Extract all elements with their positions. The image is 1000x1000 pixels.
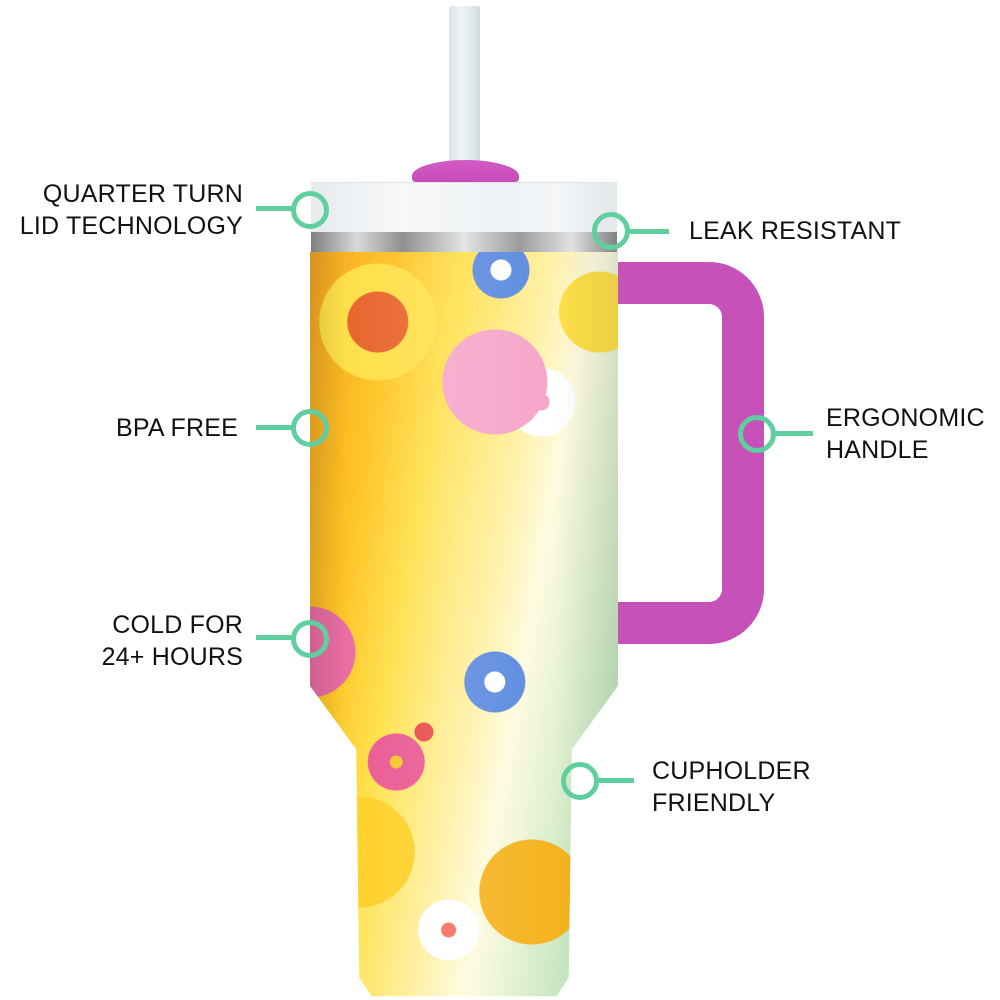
callout-line-lid [256,206,296,211]
callout-label-cupholder-friendly: CUPHOLDER FRIENDLY [652,757,811,817]
callout-line-cupholder [598,778,634,783]
tumbler-body-smiley-pattern [310,252,618,997]
tumbler-handle [616,262,764,644]
callout-line-bpa [256,425,296,430]
callout-line-handle [775,431,813,436]
callout-marker-bpa [291,409,329,447]
callout-marker-lid [291,191,329,229]
callout-label-quarter-turn-lid: QUARTER TURN LID TECHNOLOGY [19,180,243,240]
callout-label-ergonomic-handle: ERGONOMIC HANDLE [826,404,985,464]
callout-marker-cold [291,620,329,658]
straw-cap [412,160,519,182]
callout-label-leak-resistant: LEAK RESISTANT [689,217,902,245]
tumbler-lid [311,182,617,233]
callout-marker-cupholder [561,762,599,800]
tumbler-straw [449,6,480,166]
callout-marker-leak-resistant [592,212,630,250]
callout-label-bpa-free: BPA FREE [115,414,238,442]
callout-line-cold [256,635,296,640]
callout-marker-handle [738,415,776,453]
steel-collar [311,232,617,252]
callout-label-cold-24-hours: COLD FOR 24+ HOURS [101,611,243,671]
callout-line-leak-resistant [629,229,669,234]
